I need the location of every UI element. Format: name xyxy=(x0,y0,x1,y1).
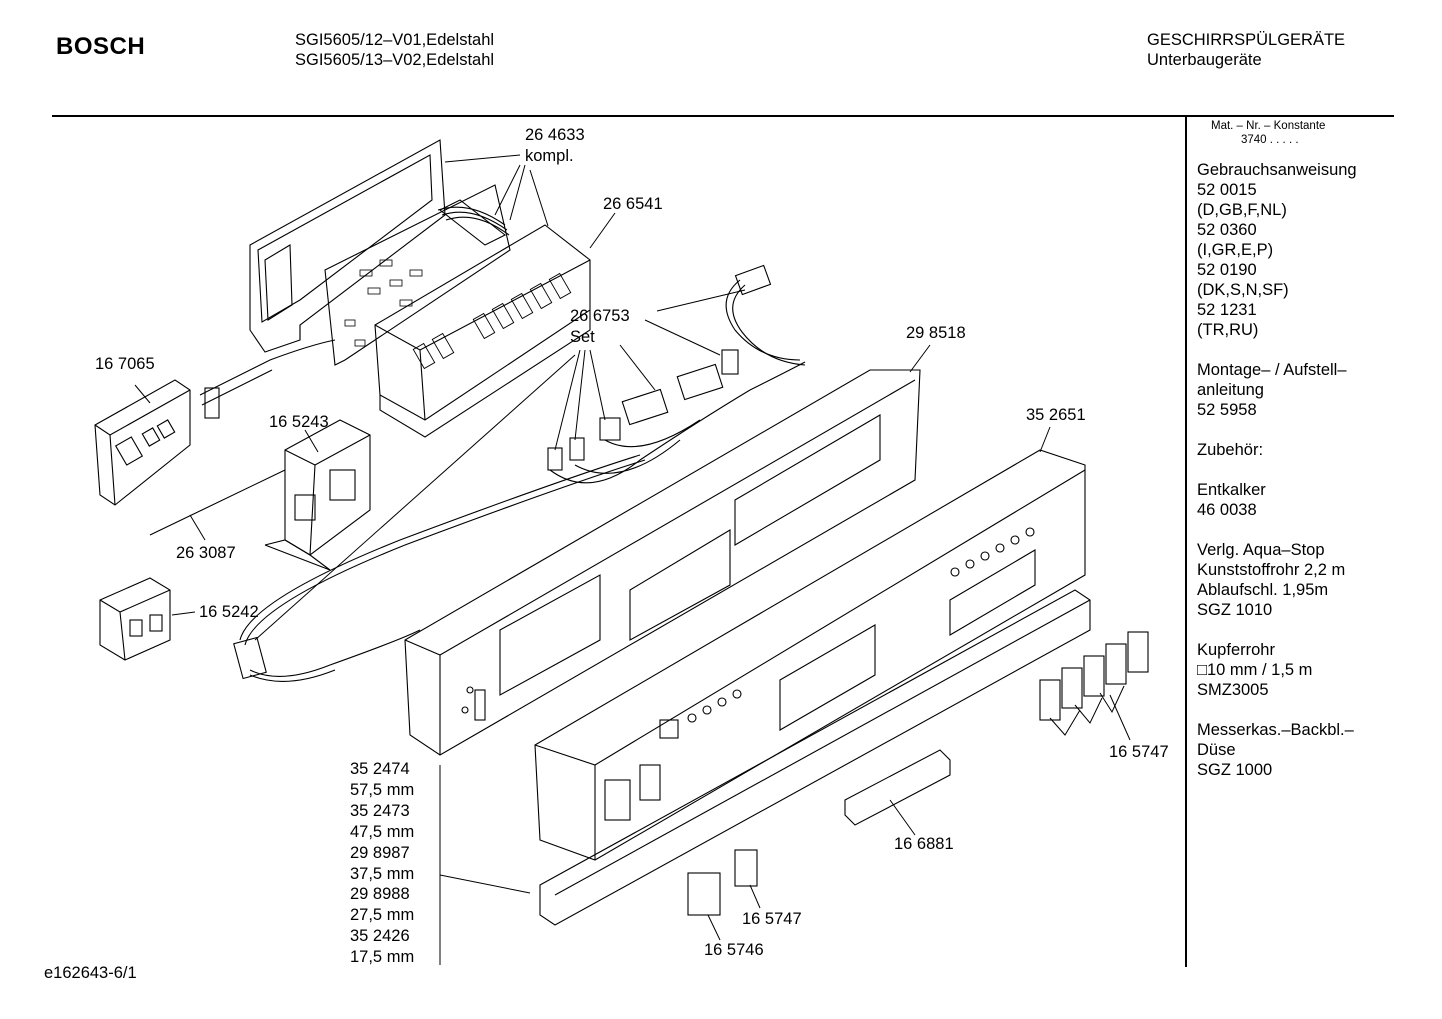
part-label: kompl. xyxy=(525,147,574,165)
button-module-drawing xyxy=(374,224,591,438)
brand-logo: BOSCH xyxy=(56,33,146,60)
drawing-number: e162643-6/1 xyxy=(44,964,137,982)
size-variant-line: 57,5 mm xyxy=(350,780,415,799)
sidebar-line: 52 5958 xyxy=(1197,401,1257,419)
circuit-board-drawing xyxy=(324,184,511,366)
part-label: Set xyxy=(570,328,595,346)
sidebar-line: Düse xyxy=(1197,741,1236,759)
category-title: GESCHIRRSPÜLGERÄTE Unterbaugeräte xyxy=(1147,30,1345,70)
sidebar-line: (TR,RU) xyxy=(1197,321,1259,339)
part-label: 16 5747 xyxy=(1109,743,1169,761)
mat-value: 3740 . . . . . xyxy=(1241,134,1299,146)
part-label: 16 7065 xyxy=(95,355,155,373)
sidebar-text: Gebrauchsanweisung 52 0015 (D,GB,F,NL) 52 0… xyxy=(1197,160,1387,780)
part-label: 16 5243 xyxy=(269,413,329,431)
sidebar-line: 52 0015 xyxy=(1197,181,1257,199)
part-label: 26 4633 xyxy=(525,126,585,144)
size-variant-line: 17,5 mm xyxy=(350,948,415,967)
knob-drawing xyxy=(687,849,758,916)
front-panel-drawing xyxy=(534,449,1086,861)
bar-drawing xyxy=(844,749,951,826)
part-label: 26 6753 xyxy=(570,307,630,325)
sidebar-line: Kunststoffrohr 2,2 m xyxy=(1197,561,1346,579)
part-label: 35 2651 xyxy=(1026,406,1086,424)
part-label: 29 8518 xyxy=(906,324,966,342)
sidebar-line: Gebrauchsanweisung xyxy=(1197,161,1357,179)
sidebar-line: 46 0038 xyxy=(1197,501,1257,519)
size-variant-line: 29 8987 xyxy=(350,843,410,862)
button-set-drawing xyxy=(1039,631,1149,721)
sidebar-line: □10 mm / 1,5 m xyxy=(1197,661,1313,679)
door-switch-drawing xyxy=(99,577,171,661)
size-variant-line: 35 2426 xyxy=(350,927,410,946)
part-label: 16 5746 xyxy=(704,941,764,959)
size-variant-line: 29 8988 xyxy=(350,885,410,904)
model-line: SGI5605/13–V02,Edelstahl xyxy=(295,51,495,69)
size-variant-list: 35 2474 57,5 mm 35 2473 47,5 mm 29 8987 … xyxy=(350,759,414,968)
category-line: Unterbaugeräte xyxy=(1147,51,1262,69)
size-variant-line: 37,5 mm xyxy=(350,864,415,883)
size-variant-line: 47,5 mm xyxy=(350,822,415,841)
header-rule xyxy=(52,115,1394,117)
bracket-drawing xyxy=(264,419,371,571)
sidebar-line: anleitung xyxy=(1197,381,1264,399)
sidebar-line: Zubehör: xyxy=(1197,441,1264,459)
part-label: 26 3087 xyxy=(176,544,236,562)
sidebar-line: (D,GB,F,NL) xyxy=(1197,201,1287,219)
model-line: SGI5605/12–V01,Edelstahl xyxy=(295,31,495,49)
sidebar-line: Montage– / Aufstell– xyxy=(1197,361,1347,379)
sidebar-line: Verlg. Aqua–Stop xyxy=(1197,541,1325,559)
sidebar-line: (DK,S,N,SF) xyxy=(1197,281,1289,299)
sidebar-line: Entkalker xyxy=(1197,481,1266,499)
category-line: GESCHIRRSPÜLGERÄTE xyxy=(1147,31,1346,49)
mat-label: Mat. – Nr. – Konstante xyxy=(1211,120,1326,132)
sidebar-line: 52 0360 xyxy=(1197,221,1257,239)
sidebar-divider xyxy=(1185,117,1187,967)
sidebar-line: SGZ 1000 xyxy=(1197,761,1273,779)
sidebar-line: 52 1231 xyxy=(1197,301,1257,319)
inner-frame-drawing xyxy=(404,369,921,756)
size-variant-line: 35 2473 xyxy=(350,801,410,820)
sidebar-line: (I,GR,E,P) xyxy=(1197,241,1274,259)
sidebar-line: Messerkas.–Backbl.– xyxy=(1197,721,1354,739)
size-variant-line: 35 2474 xyxy=(350,760,410,778)
model-list: SGI5605/12–V01,Edelstahl SGI5605/13–V02,… xyxy=(295,30,494,70)
wiring-harness-drawing xyxy=(233,264,806,682)
leader-lines xyxy=(134,154,1131,965)
switch-panel-drawing xyxy=(94,339,336,506)
sidebar-line: Ablaufschl. 1,95m xyxy=(1197,581,1329,599)
sidebar-line: 52 0190 xyxy=(1197,261,1257,279)
size-variant-line: 27,5 mm xyxy=(350,906,415,925)
wire-drawing xyxy=(149,469,286,536)
part-label: 16 5242 xyxy=(199,603,259,621)
sidebar-line: SGZ 1010 xyxy=(1197,601,1273,619)
part-label: 26 6541 xyxy=(603,195,663,213)
sidebar-line: SMZ3005 xyxy=(1197,681,1269,699)
part-label: 16 6881 xyxy=(894,835,954,853)
sidebar-line: Kupferrohr xyxy=(1197,641,1275,659)
part-label: 16 5747 xyxy=(742,910,802,928)
trim-strip-drawing xyxy=(539,589,1091,926)
